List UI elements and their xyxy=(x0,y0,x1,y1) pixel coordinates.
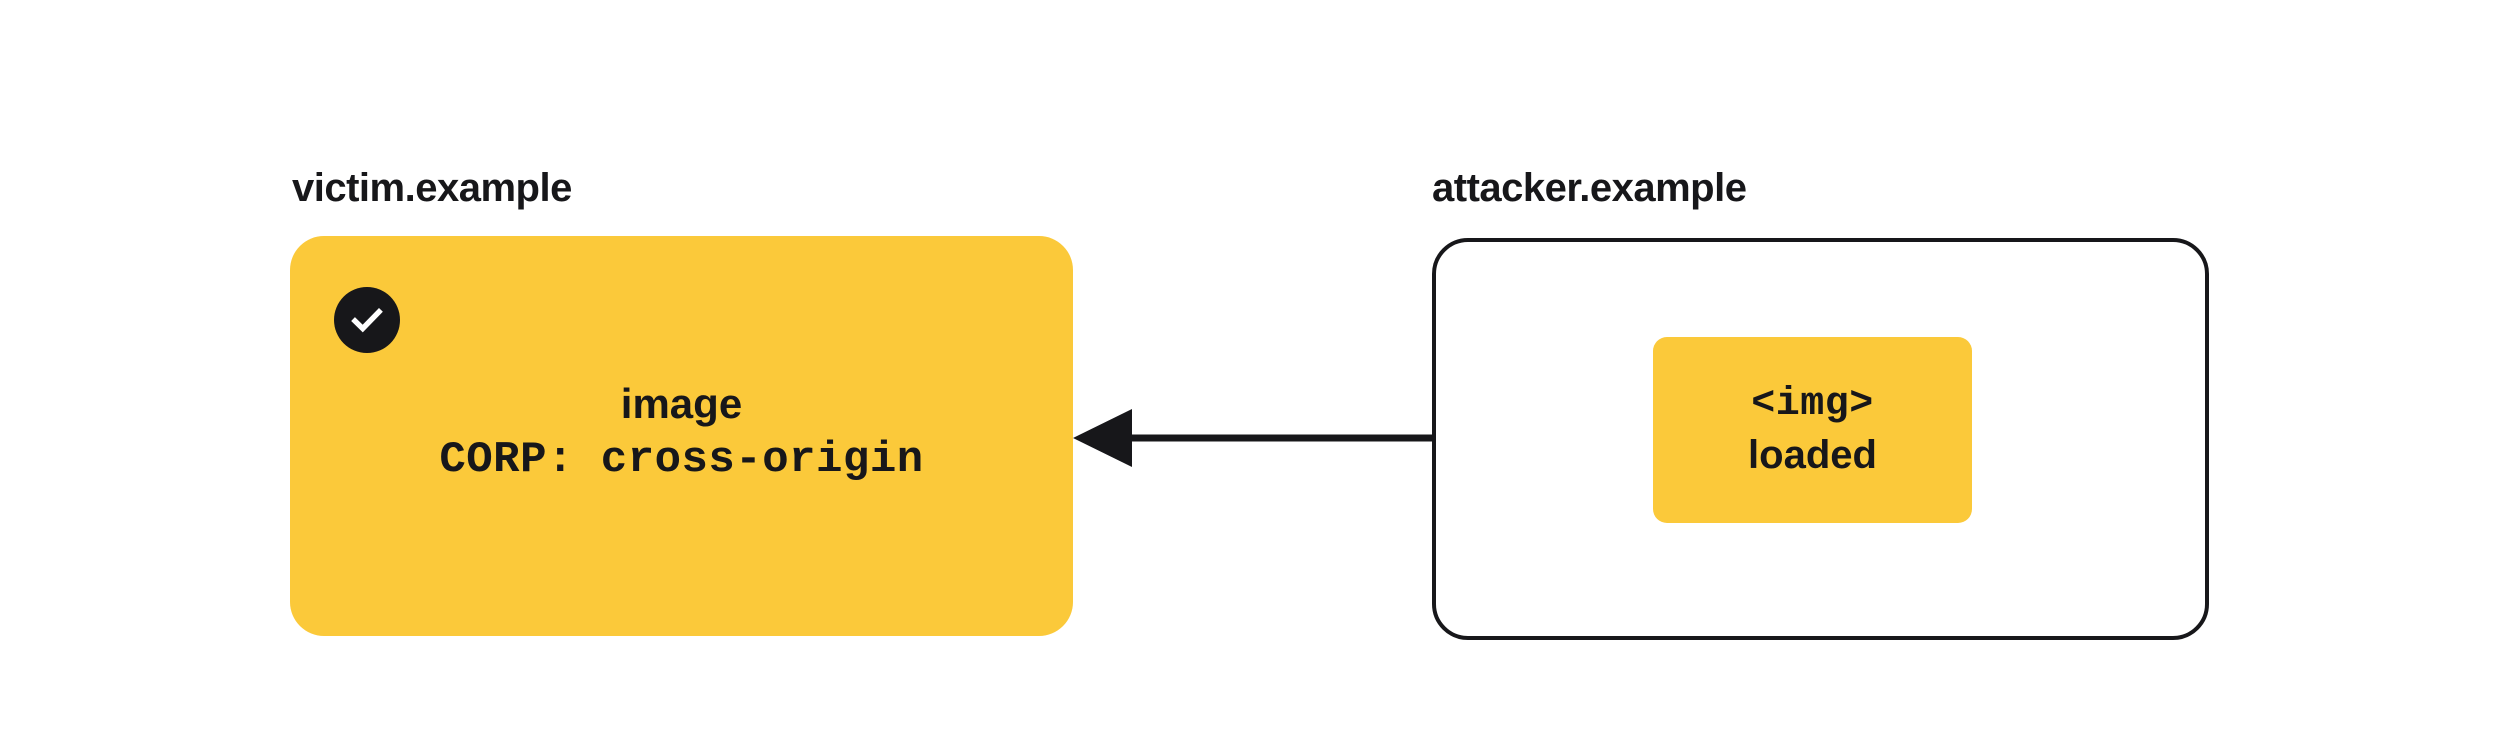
check-icon xyxy=(334,287,400,353)
attacker-element-tag: <img> xyxy=(1751,382,1874,427)
victim-origin-panel xyxy=(290,236,1073,636)
victim-resource-name: image xyxy=(620,380,743,427)
attacker-img-element-box: <img> loaded xyxy=(1653,337,1972,523)
victim-resource-info: image CORP: cross-origin xyxy=(290,376,1073,488)
attacker-origin-label: attacker.example xyxy=(1432,166,1747,210)
victim-origin-label: victim.example xyxy=(292,166,572,210)
victim-corp-header: CORP: cross-origin xyxy=(439,435,924,485)
attacker-element-state: loaded xyxy=(1748,433,1877,477)
